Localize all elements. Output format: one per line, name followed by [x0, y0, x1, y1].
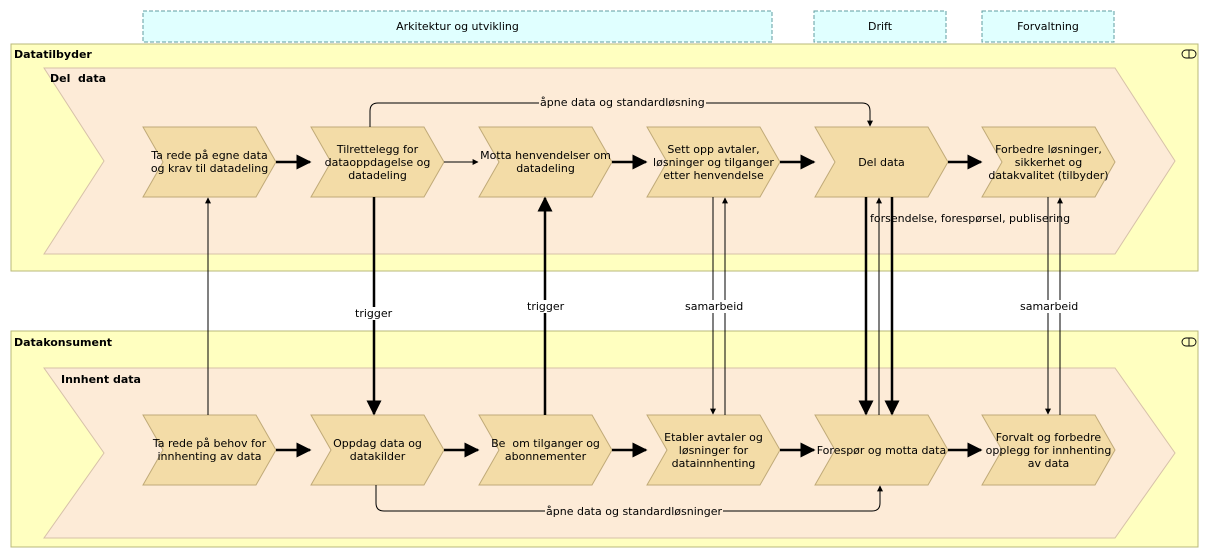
bottom-step-4: Etabler avtaler og løsninger for datainn…: [664, 430, 763, 470]
step-shape[interactable]: [478, 414, 613, 486]
stream-title-innhent-data: Innhent data: [61, 373, 141, 386]
label-trigger-1: trigger: [355, 307, 393, 320]
step-shape[interactable]: [981, 414, 1116, 486]
step-shape[interactable]: [646, 414, 781, 486]
phase-arkitektur[interactable]: [142, 10, 773, 43]
lane-title-datakonsument: Datakonsument: [14, 336, 113, 349]
bottom-step-6: Forvalt og forbedre opplegg for innhenti…: [985, 430, 1112, 470]
top-step-1: Ta rede på egne data og krav til datadel…: [150, 149, 269, 175]
stream-title-del-data: Del data: [50, 72, 106, 85]
component-icon: [1181, 49, 1197, 59]
step-shape[interactable]: [142, 414, 277, 486]
top-step-6: Forbedre løsninger, sikkerhet og datakva…: [988, 142, 1109, 182]
bottom-step-1: Ta rede på behov for innhenting av data: [152, 437, 267, 463]
step-shape[interactable]: [310, 126, 445, 198]
phase-arkitektur-label: Arkitektur og utvikling: [396, 20, 519, 33]
step-shape[interactable]: [478, 126, 613, 198]
step-shape[interactable]: [814, 414, 949, 486]
component-icon: [1181, 337, 1197, 347]
bottom-step-shapes: [142, 414, 1116, 486]
step-shape[interactable]: [646, 126, 781, 198]
top-step-3: Motta henvendelser om datadeling: [480, 149, 611, 175]
top-step-4: Sett opp avtaler, løsninger og tilganger…: [653, 142, 774, 182]
step-shape[interactable]: [310, 414, 445, 486]
label-top-open: åpne data og standardløsning: [539, 96, 706, 109]
label-trigger-2: trigger: [527, 300, 565, 313]
label-samarbeid-2: samarbeid: [1020, 300, 1079, 313]
step-shape[interactable]: [981, 126, 1116, 198]
step-shape[interactable]: [814, 126, 949, 198]
phase-forvaltning-label: Forvaltning: [1017, 20, 1079, 33]
top-step-2: Tilrettelegg for dataoppdagelse og datad…: [324, 142, 431, 182]
lane-title-datatilbyder: Datatilbyder: [14, 48, 92, 61]
label-forsendelse: forsendelse, forespørsel, publisering: [870, 212, 1071, 225]
phase-drift[interactable]: [813, 10, 947, 43]
step-shape[interactable]: [142, 126, 277, 198]
label-bottom-open: åpne data og standardløsninger: [545, 505, 724, 518]
bottom-step-5: Forespør og motta data: [816, 443, 947, 457]
phase-forvaltning[interactable]: [981, 10, 1115, 43]
bottom-step-2: Oppdag data og datakilder: [333, 437, 422, 463]
top-step-shapes: [142, 126, 1116, 198]
phase-drift-label: Drift: [867, 20, 893, 33]
bottom-step-3: Be om tilganger og abonnementer: [491, 437, 604, 463]
top-step-5: Del data: [858, 155, 905, 169]
label-samarbeid-1: samarbeid: [685, 300, 744, 313]
